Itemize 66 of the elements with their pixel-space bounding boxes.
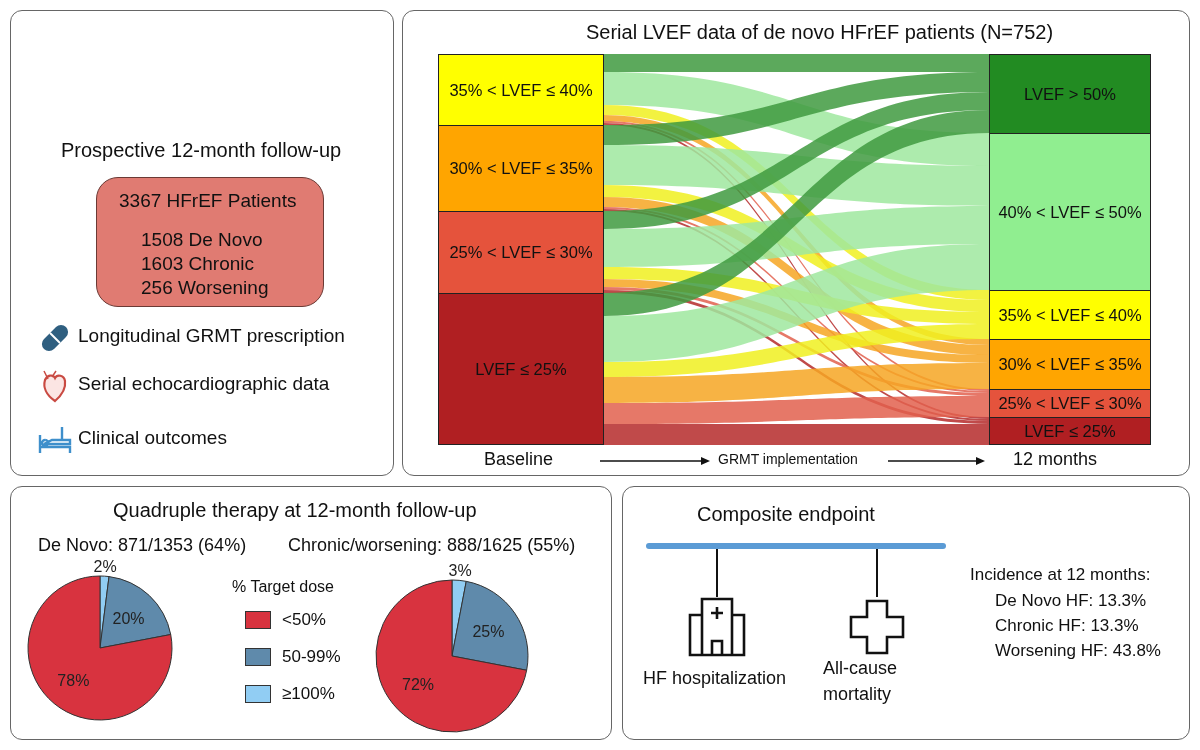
data-label: 3% (448, 562, 472, 580)
flow-band (604, 324, 989, 377)
connector-line (716, 548, 718, 598)
legend-label: 50-99% (282, 647, 341, 667)
data-label: 72% (402, 676, 435, 694)
flow-band (604, 54, 989, 72)
flow-band (604, 72, 989, 145)
endpoint-label: All-cause mortality (823, 657, 899, 706)
panel-title: Serial LVEF data of de novo HFrEF patients (N=752) (586, 21, 1054, 44)
category-label: 35% < LVEF ≤ 40% (449, 80, 593, 100)
flow-band (604, 244, 989, 362)
text-label: Longitudinal GRMT prescription (78, 325, 345, 347)
flow-band (604, 424, 989, 445)
patient-breakdown: 1508 De Novo 1603 Chronic 256 Worsening (141, 228, 270, 300)
panel-title: Prospective 12-month follow-up (61, 139, 342, 162)
text-label: % Target dose (232, 578, 334, 596)
category-label: 30% < LVEF ≤ 35% (998, 355, 1142, 374)
panel-title: Composite endpoint (697, 503, 875, 526)
legend-label: ≥100% (282, 684, 335, 704)
text-label: Clinical outcomes (78, 427, 227, 449)
panel (402, 10, 1190, 476)
category-label: 35% < LVEF ≤ 40% (998, 305, 1142, 325)
flow-band (604, 92, 989, 229)
lvef-category-box (989, 417, 1151, 445)
category-label: LVEF > 50% (1024, 84, 1116, 104)
connector-line (876, 548, 878, 598)
lvef-category-box (989, 339, 1151, 390)
data-label: 78% (57, 672, 90, 690)
endpoint-label: HF hospitalization (643, 667, 788, 690)
panel (622, 486, 1190, 740)
text-label: Incidence at 12 months: (970, 565, 1151, 585)
text-label: Worsening HF: 43.8% (995, 641, 1161, 661)
lvef-category-box (989, 133, 1151, 291)
text-label: Serial echocardiographic data (78, 373, 330, 395)
category-label: 25% < LVEF ≤ 30% (449, 243, 593, 262)
chart-title: Chronic/worsening: 888/1625 (55%) (288, 535, 576, 556)
text-label: De Novo HF: 13.3% (995, 591, 1147, 611)
chart-title: De Novo: 871/1353 (64%) (38, 535, 247, 556)
flow-band (604, 363, 989, 403)
lvef-category-box (438, 54, 604, 126)
panel (10, 10, 394, 476)
data-label: 25% (472, 623, 505, 641)
text-label: GRMT implementation (718, 451, 858, 467)
data-label: 2% (93, 558, 117, 576)
patient-total: 3367 HFrEF Patients (119, 190, 297, 212)
category-label: LVEF ≤ 25% (1024, 421, 1116, 441)
text-label: Chronic HF: 13.3% (995, 616, 1139, 636)
text-label: 12 months (1013, 449, 1098, 470)
text-label: Baseline (484, 449, 554, 470)
flow-band (604, 206, 989, 267)
category-label: 25% < LVEF ≤ 30% (998, 394, 1142, 413)
category-label: LVEF ≤ 25% (475, 359, 567, 379)
legend-label: <50% (282, 610, 326, 630)
lvef-category-box (989, 389, 1151, 418)
flow-band (604, 396, 989, 424)
lvef-category-box (989, 54, 1151, 134)
lvef-category-box (438, 293, 604, 445)
lvef-category-box (438, 211, 604, 294)
panel-title: Quadruple therapy at 12-month follow-up (113, 499, 477, 522)
data-label: 20% (112, 609, 145, 627)
endpoint-bar (646, 543, 946, 549)
category-label: 30% < LVEF ≤ 35% (449, 159, 593, 178)
category-label: 40% < LVEF ≤ 50% (998, 202, 1142, 222)
lvef-category-box (989, 290, 1151, 340)
lvef-category-box (438, 125, 604, 212)
patient-count-box (96, 177, 324, 307)
